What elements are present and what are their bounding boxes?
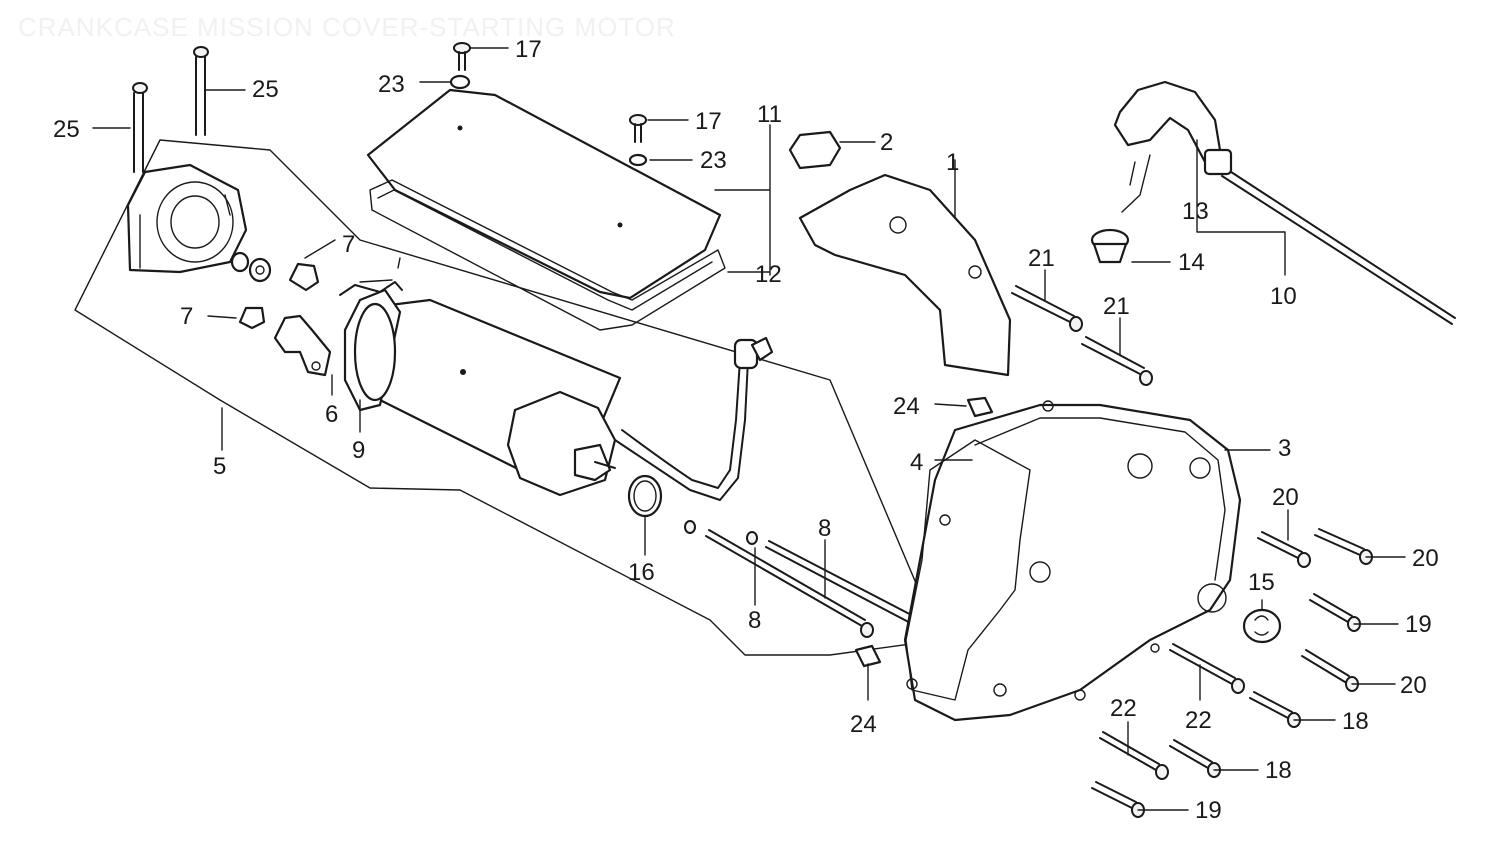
callout-15: 15	[1248, 569, 1275, 596]
bolt-part-22-b	[1099, 731, 1169, 780]
callout-5: 5	[213, 453, 226, 480]
screw-part-17-lower	[629, 114, 647, 143]
callout-18-a: 18	[1342, 708, 1369, 735]
callout-21-upper: 21	[1028, 245, 1055, 272]
callout-7-lower: 7	[180, 303, 193, 330]
callout-10: 10	[1270, 283, 1297, 310]
callout-3: 3	[1278, 435, 1291, 462]
bolt-part-8-upper	[746, 531, 932, 638]
bolt-part-19-a	[1309, 593, 1361, 632]
dowel-part-24-lower	[854, 644, 882, 668]
bolt-part-18-b	[1169, 739, 1221, 778]
bolt-part-21-lower	[1081, 336, 1153, 386]
callout-13: 13	[1182, 198, 1209, 225]
callout-25-right: 25	[252, 76, 279, 103]
switch-part-13	[1203, 148, 1233, 176]
callout-17-upper: 17	[515, 36, 542, 63]
callout-19-b: 19	[1195, 797, 1222, 824]
callout-11: 11	[757, 101, 782, 128]
callout-20-b: 20	[1412, 545, 1439, 572]
callout-20-a: 20	[1272, 484, 1299, 511]
callout-18-b: 18	[1265, 757, 1292, 784]
callout-4: 4	[910, 449, 923, 476]
callout-23-lower: 23	[700, 147, 727, 174]
clip-part-7-upper	[288, 262, 320, 292]
assembly-group-outline	[74, 139, 941, 656]
callout-24-lower: 24	[850, 711, 877, 738]
callout-16: 16	[628, 559, 655, 586]
bolt-part-18-a	[1249, 691, 1301, 728]
bolt-part-25-right	[193, 46, 209, 136]
mission-cover-part-3	[903, 400, 1242, 722]
callout-20-c: 20	[1400, 672, 1427, 699]
cap-part-2	[788, 130, 842, 170]
callout-8-upper: 8	[818, 515, 831, 542]
bolt-part-8-lower	[684, 520, 874, 638]
callout-6: 6	[325, 401, 338, 428]
guard-part-1	[798, 173, 1012, 377]
callout-labels: 1 2 3 4 5 6 7 7 8 8 9 10 11 12 13 14 15 …	[53, 36, 1439, 824]
cover-part-11	[366, 88, 722, 300]
callout-7-upper: 7	[342, 231, 355, 258]
starter-housing-part-5	[126, 163, 272, 283]
clip-part-7-lower	[238, 306, 266, 330]
diagram-title: CRANKCASE MISSION COVER-STARTING MOTOR	[18, 12, 676, 42]
washer-part-23-lower	[628, 153, 648, 167]
o-ring-part-16	[627, 474, 663, 518]
plug-part-15	[1242, 608, 1282, 644]
callout-23-upper: 23	[378, 71, 405, 98]
screw-part-17-upper	[453, 42, 471, 71]
callout-2: 2	[880, 129, 893, 156]
washer-part-23-upper	[449, 74, 471, 90]
bolt-part-21-upper	[1011, 285, 1083, 332]
callout-22-b: 22	[1110, 695, 1137, 722]
bracket-part-6	[273, 314, 332, 377]
grommet-part-14	[1090, 228, 1130, 264]
bolt-part-22-a	[1169, 643, 1245, 694]
callout-25-left: 25	[53, 116, 80, 143]
callout-9: 9	[352, 437, 365, 464]
starter-motor-part-9	[339, 257, 774, 501]
callout-8-lower: 8	[748, 607, 761, 634]
callout-21-lower: 21	[1103, 293, 1130, 320]
gasket-part-12	[369, 179, 726, 331]
dowel-part-24-upper	[966, 396, 994, 418]
callout-14: 14	[1178, 249, 1205, 276]
bolt-part-19-b	[1091, 781, 1145, 818]
bolt-part-20-b	[1314, 528, 1373, 565]
gasket-part-4	[905, 439, 1031, 701]
callout-24-upper: 24	[893, 393, 920, 420]
callout-1: 1	[946, 149, 959, 176]
bolt-part-20-c	[1301, 649, 1359, 692]
bolt-part-20-a	[1257, 531, 1311, 568]
callout-22-a: 22	[1185, 707, 1212, 734]
leader-lines	[92, 47, 1406, 811]
bolt-part-25-left	[132, 82, 148, 173]
callout-19-a: 19	[1405, 611, 1432, 638]
callout-17-lower: 17	[695, 108, 722, 135]
callout-12: 12	[755, 261, 782, 288]
